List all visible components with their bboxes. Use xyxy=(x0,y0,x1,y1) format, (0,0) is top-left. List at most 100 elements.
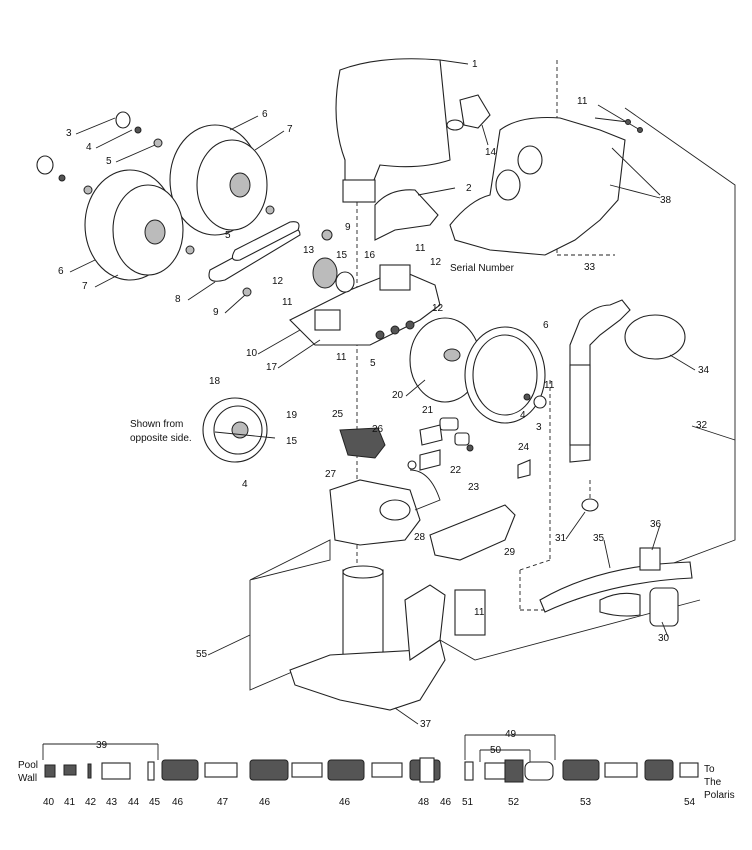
callout-15b: 15 xyxy=(286,436,298,447)
callout-11f: 11 xyxy=(474,607,485,618)
callout-3: 3 xyxy=(66,128,72,139)
part-2-cover xyxy=(374,187,456,241)
callout-5b: 5 xyxy=(225,230,231,241)
callout-42: 42 xyxy=(85,797,97,808)
callout-19: 19 xyxy=(286,410,298,421)
callout-12: 12 xyxy=(430,257,442,268)
callout-numbers: 1 2 3 3 4 4 4 5 5 5 6 6 6 7 7 9 9 8 11 1… xyxy=(43,59,710,808)
wheels-left xyxy=(36,111,275,281)
opposite-side-label: opposite side. xyxy=(130,433,192,444)
callout-15: 15 xyxy=(336,250,348,261)
callout-6b: 6 xyxy=(58,266,64,277)
callout-46c: 46 xyxy=(339,797,351,808)
small-parts xyxy=(407,417,531,479)
callout-7b: 7 xyxy=(82,281,88,292)
callout-4: 4 xyxy=(86,142,92,153)
callout-30: 30 xyxy=(658,633,670,644)
callout-34: 34 xyxy=(698,365,710,376)
part-31-ring xyxy=(581,498,599,512)
callout-22: 22 xyxy=(450,465,462,476)
callout-35: 35 xyxy=(593,533,605,544)
the-label: The xyxy=(704,777,722,788)
part-34-float xyxy=(624,314,686,360)
part-27-28-frame xyxy=(329,469,441,546)
callout-7: 7 xyxy=(287,124,293,135)
callout-41: 41 xyxy=(64,797,76,808)
callout-5c: 5 xyxy=(370,358,376,369)
leader-lines xyxy=(69,115,736,725)
callout-6: 6 xyxy=(262,109,268,120)
callout-38: 38 xyxy=(660,195,672,206)
callout-11e: 11 xyxy=(544,380,555,391)
callout-48: 48 xyxy=(418,797,430,808)
callout-13: 13 xyxy=(303,245,315,256)
serial-number-label: Serial Number xyxy=(450,263,515,274)
callout-9: 9 xyxy=(345,222,351,233)
part-35-hose xyxy=(539,547,693,613)
callout-28: 28 xyxy=(414,532,426,543)
polaris-label: Polaris xyxy=(704,790,735,801)
callout-40: 40 xyxy=(43,797,55,808)
part-30-filter xyxy=(599,587,679,627)
to-label: To xyxy=(704,764,715,775)
wall-label: Wall xyxy=(18,773,37,784)
callout-50: 50 xyxy=(490,745,502,756)
part-38-top-cover xyxy=(449,116,661,256)
part-33-hose-elbow xyxy=(569,299,631,463)
callout-46b: 46 xyxy=(259,797,271,808)
callout-11b: 11 xyxy=(415,243,426,254)
callout-20: 20 xyxy=(392,390,404,401)
callout-45: 45 xyxy=(149,797,161,808)
callout-52: 52 xyxy=(508,797,520,808)
wheels-right xyxy=(409,317,547,424)
callout-14: 14 xyxy=(485,147,497,158)
callout-18: 18 xyxy=(209,376,221,387)
callout-4b: 4 xyxy=(520,410,526,421)
part-37-body xyxy=(289,565,486,711)
callout-49: 49 xyxy=(505,729,517,740)
part-1-debris-bag xyxy=(335,58,469,203)
callout-11d: 11 xyxy=(336,352,347,363)
callout-11c: 11 xyxy=(282,297,293,308)
callout-6c: 6 xyxy=(543,320,549,331)
callout-23: 23 xyxy=(468,482,480,493)
callout-16: 16 xyxy=(364,250,376,261)
callout-43: 43 xyxy=(106,797,118,808)
callout-53: 53 xyxy=(580,797,592,808)
callout-1: 1 xyxy=(472,59,478,70)
callout-33: 33 xyxy=(584,262,596,273)
callout-24: 24 xyxy=(518,442,530,453)
pool-label: Pool xyxy=(18,760,38,771)
callout-12b: 12 xyxy=(272,276,284,287)
callout-5: 5 xyxy=(106,156,112,167)
callout-9b: 9 xyxy=(213,307,219,318)
callout-2: 2 xyxy=(466,183,472,194)
callout-51: 51 xyxy=(462,797,474,808)
callout-54: 54 xyxy=(684,797,696,808)
callout-26: 26 xyxy=(372,424,384,435)
shown-from-label: Shown from xyxy=(130,419,183,430)
text-labels: Shown from opposite side. Serial Number … xyxy=(18,263,735,801)
hose-line-bottom xyxy=(42,734,699,783)
callout-46d: 46 xyxy=(440,797,452,808)
callout-31: 31 xyxy=(555,533,567,544)
callout-29: 29 xyxy=(504,547,516,558)
part-29 xyxy=(429,504,516,561)
callout-12c: 12 xyxy=(432,303,444,314)
callout-11: 11 xyxy=(577,96,588,107)
part-14-valve xyxy=(446,94,491,146)
callout-55: 55 xyxy=(196,649,208,660)
callout-36: 36 xyxy=(650,519,662,530)
callout-37: 37 xyxy=(420,719,432,730)
gear-detail-shown-from-opposite-side xyxy=(202,397,276,463)
callout-27: 27 xyxy=(325,469,337,480)
callout-8: 8 xyxy=(175,294,181,305)
callout-4c: 4 xyxy=(242,479,248,490)
callout-3b: 3 xyxy=(536,422,542,433)
callout-44: 44 xyxy=(128,797,140,808)
callout-17: 17 xyxy=(266,362,278,373)
callout-21: 21 xyxy=(422,405,434,416)
callout-32: 32 xyxy=(696,420,708,431)
